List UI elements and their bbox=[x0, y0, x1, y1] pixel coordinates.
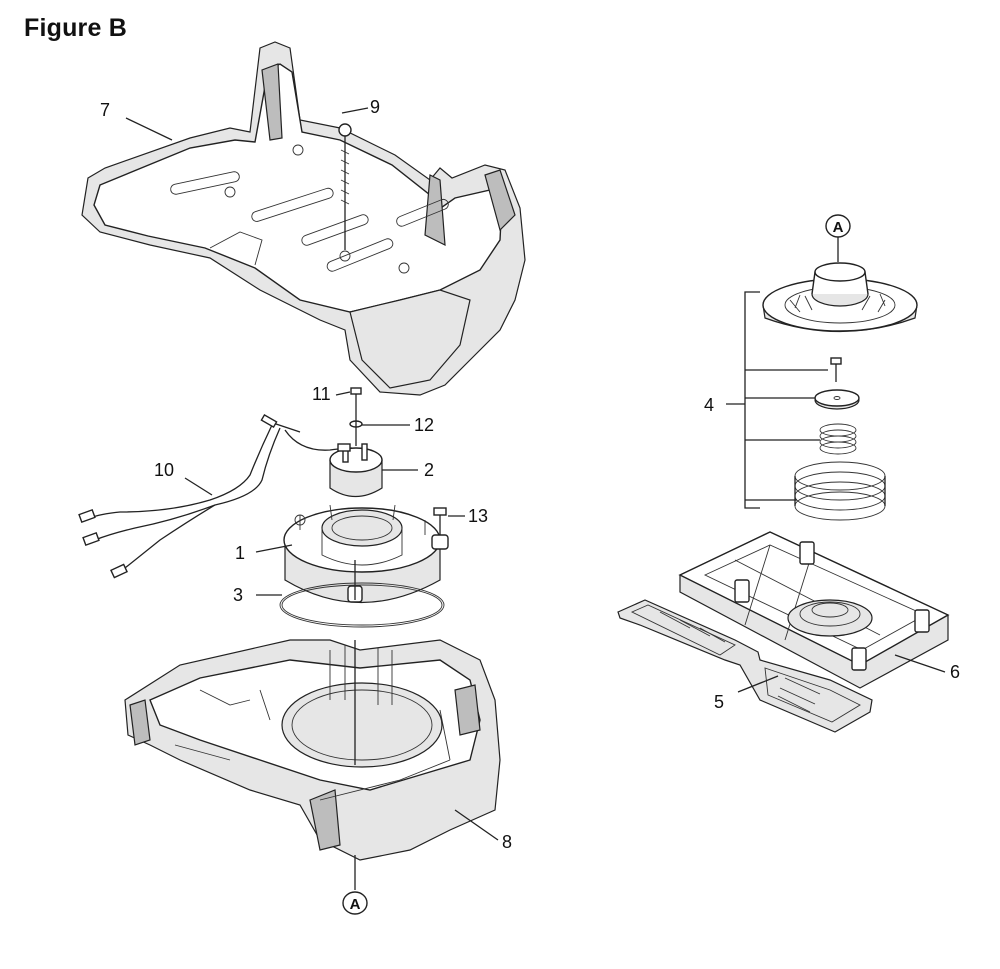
part-10-wire-harness bbox=[78, 413, 353, 579]
impeller-washer bbox=[814, 389, 860, 410]
figure-title: Figure B bbox=[24, 14, 127, 42]
part-4-assembly bbox=[726, 262, 918, 521]
callout-13: 13 bbox=[468, 506, 488, 526]
part-9-screw bbox=[338, 123, 352, 250]
part-7-top-cover bbox=[81, 41, 526, 396]
part-11-screw bbox=[350, 387, 362, 412]
impeller-disk bbox=[762, 262, 918, 333]
impeller-screw bbox=[830, 357, 842, 382]
callout-10: 10 bbox=[154, 460, 174, 480]
part-6-base-frame bbox=[678, 531, 950, 689]
callout-2: 2 bbox=[424, 460, 434, 480]
impeller-spring bbox=[819, 423, 857, 455]
callout-9: 9 bbox=[370, 97, 380, 117]
callout-5: 5 bbox=[714, 692, 724, 712]
callout-3: 3 bbox=[233, 585, 243, 605]
part-12-washer bbox=[349, 412, 363, 446]
callout-11: 11 bbox=[312, 384, 331, 404]
reference-marker-bottom: A bbox=[342, 891, 368, 915]
reference-marker-top-label: A bbox=[833, 219, 844, 236]
reference-marker-bottom-label: A bbox=[350, 896, 361, 913]
callout-8: 8 bbox=[502, 832, 512, 852]
impeller-seal-ring bbox=[794, 461, 886, 521]
callout-7: 7 bbox=[100, 100, 110, 120]
part-1-fan-housing bbox=[283, 504, 449, 604]
callout-12: 12 bbox=[414, 415, 434, 435]
part-3-o-ring bbox=[279, 582, 445, 628]
part-8-base-housing bbox=[124, 639, 501, 861]
part-2-motor bbox=[329, 443, 383, 498]
part-13-screw bbox=[433, 507, 447, 535]
reference-marker-top: A bbox=[825, 214, 851, 238]
leader-lines bbox=[125, 107, 946, 890]
callout-4: 4 bbox=[704, 395, 714, 415]
part-5-filter-pad bbox=[617, 599, 873, 733]
callout-6: 6 bbox=[950, 662, 960, 682]
callout-1: 1 bbox=[235, 543, 245, 563]
